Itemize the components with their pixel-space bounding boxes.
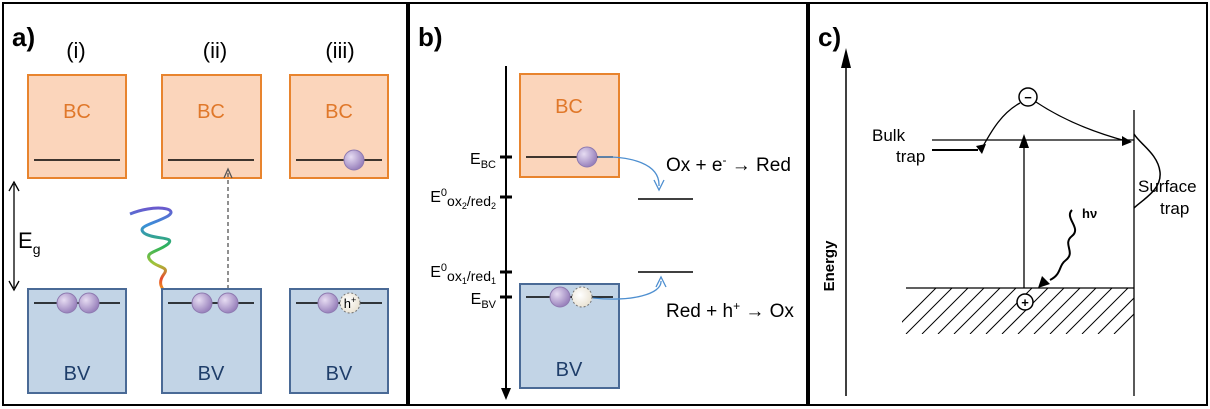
column-i-label: (i): [66, 38, 86, 63]
bulk-trap-label-line1: Bulk: [872, 126, 906, 145]
photon-wave-icon: [129, 206, 173, 296]
electron-b: [576, 146, 598, 168]
panel-b: b) EBC E0ox2/red2 E0ox1/red1 EBV BC BV: [408, 2, 808, 406]
hole-transfer-arrow: [592, 280, 662, 300]
electron-transfer-arrow: [597, 156, 660, 187]
bv-label-i: BV: [64, 363, 91, 385]
reduction-reaction: Ox + e- → Red: [666, 153, 791, 176]
surface-trap-states: [1133, 133, 1161, 209]
bc-label-i: BC: [63, 101, 91, 123]
electron-bv-i-2: [78, 292, 100, 314]
hole-label: h+: [344, 295, 357, 311]
bc-box-iii: [289, 74, 389, 179]
electron-iii: [343, 149, 365, 171]
panel-b-diagram: b) EBC E0ox2/red2 E0ox1/red1 EBV BC BV: [418, 22, 794, 400]
bv-label-ii: BV: [198, 363, 225, 385]
ebv-label: EBV: [471, 291, 497, 311]
bc-box-b: [519, 73, 620, 178]
column-iii-label: (iii): [325, 38, 354, 63]
panel-a-diagram: a) (i) (ii) (iii) BC BC BC Eg: [8, 22, 389, 394]
e-ox1-red1-label: E0ox1/red1: [430, 262, 496, 286]
electron-bv-i-1: [56, 292, 78, 314]
electron-sign: −: [1024, 90, 1032, 105]
bv-label-iii: BV: [326, 363, 353, 385]
surface-trap-label-line1: Surface: [1138, 177, 1197, 196]
bulk-trap-label-line2: trap: [896, 147, 925, 166]
electron-bv-iii: [317, 292, 339, 314]
ebc-label: EBC: [470, 151, 496, 171]
panel-c-label: c): [818, 22, 841, 52]
surface-trap-label-line2: trap: [1160, 199, 1189, 218]
band-gap-label: Eg: [18, 228, 40, 257]
panel-a-label: a): [12, 22, 35, 52]
panel-b-label: b): [418, 22, 443, 52]
panel-c-diagram: c) Energy − +: [818, 22, 1197, 396]
electron-bv-b: [549, 286, 571, 308]
bv-box-i: [27, 288, 127, 394]
hole-sign: +: [1021, 295, 1029, 310]
photon-label: hν: [1082, 206, 1097, 221]
electron-bv-ii-1: [191, 292, 213, 314]
oxidation-reaction: Red + h+ → Ox: [666, 299, 794, 322]
bc-label-b: BC: [555, 96, 583, 118]
electron-bv-ii-2: [217, 292, 239, 314]
hole-bv-iii: [339, 292, 361, 314]
bv-box-iii: [289, 288, 389, 394]
bc-box-i: [27, 74, 127, 179]
panel-c: c) Energy − +: [808, 2, 1208, 406]
bc-box-ii: [161, 74, 262, 179]
bv-label-b: BV: [556, 359, 583, 381]
electron-c: [1018, 87, 1038, 107]
photon-wave-c-icon: [1049, 209, 1077, 281]
bc-label-iii: BC: [325, 101, 353, 123]
panel-a: a) (i) (ii) (iii) BC BC BC Eg: [2, 2, 408, 406]
column-ii-label: (ii): [203, 38, 227, 63]
hole-c: [1016, 293, 1034, 311]
surface-trap-arrow: [1035, 101, 1127, 142]
valence-band-hatching: [902, 288, 1134, 334]
energy-axis-label: Energy: [821, 240, 838, 292]
bc-label-ii: BC: [197, 101, 225, 123]
e-ox2-red2-label: E0ox2/red2: [430, 187, 496, 211]
bulk-trap-arrow: [981, 102, 1021, 149]
hole-bv-b: [571, 286, 593, 308]
